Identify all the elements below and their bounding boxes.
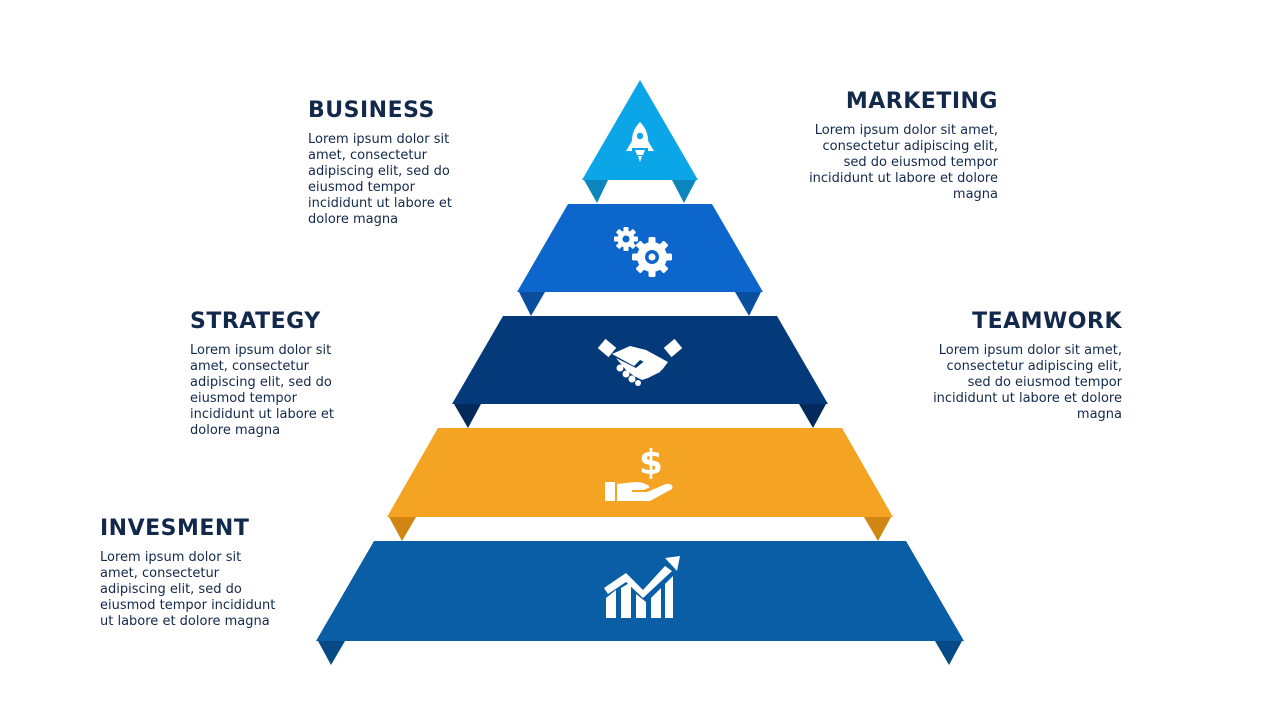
strategy-description: Lorem ipsum dolor sit amet, consectetur …: [190, 343, 334, 438]
business-label-block: BUSINESS Lorem ipsum dolor sit amet, con…: [308, 98, 488, 228]
tier-1-fold-right: [672, 180, 696, 203]
gears-icon: [614, 227, 672, 277]
marketing-description: Lorem ipsum dolor sit amet, consectetur …: [809, 123, 998, 202]
tier-4-fold-left: [389, 517, 416, 541]
business-description: Lorem ipsum dolor sit amet, consectetur …: [308, 132, 452, 227]
tier-5-fold-right: [935, 641, 962, 665]
rocket-icon: [626, 122, 654, 162]
marketing-title: MARKETING: [845, 89, 998, 114]
tier-3-fold-left: [454, 404, 481, 428]
tier-4-shape: [387, 428, 893, 517]
invesment-label-block: INVESMENT Lorem ipsum dolor sit amet, co…: [100, 516, 310, 630]
teamwork-label-block: TEAMWORK Lorem ipsum dolor sit amet, con…: [896, 309, 1122, 423]
marketing-label-block: MARKETING Lorem ipsum dolor sit amet, co…: [772, 89, 998, 203]
strategy-label-block: STRATEGY Lorem ipsum dolor sit amet, con…: [190, 309, 370, 439]
pyramid-tier-4: $: [387, 428, 893, 541]
teamwork-title: TEAMWORK: [972, 309, 1122, 334]
hand-dollar-icon: $: [605, 443, 673, 501]
pyramid-tier-1: [582, 80, 698, 203]
tier-5-fold-left: [318, 641, 345, 665]
tier-2-fold-right: [735, 292, 761, 316]
business-title: BUSINESS: [308, 98, 435, 123]
growth-chart-icon: [604, 556, 680, 618]
tier-3-fold-right: [799, 404, 826, 428]
pyramid-tier-3: [452, 316, 828, 428]
pyramid-tier-2: [517, 204, 763, 316]
invesment-description: Lorem ipsum dolor sit amet, consectetur …: [100, 550, 276, 629]
tier-4-fold-right: [864, 517, 891, 541]
strategy-title: STRATEGY: [190, 309, 321, 334]
pyramid-tier-5: [316, 541, 964, 665]
tier-2-fold-left: [519, 292, 545, 316]
handshake-icon: [597, 338, 683, 386]
tier-1-fold-left: [584, 180, 608, 203]
invesment-title: INVESMENT: [100, 516, 250, 541]
svg-text:$: $: [639, 443, 663, 483]
teamwork-description: Lorem ipsum dolor sit amet, consectetur …: [933, 343, 1122, 422]
